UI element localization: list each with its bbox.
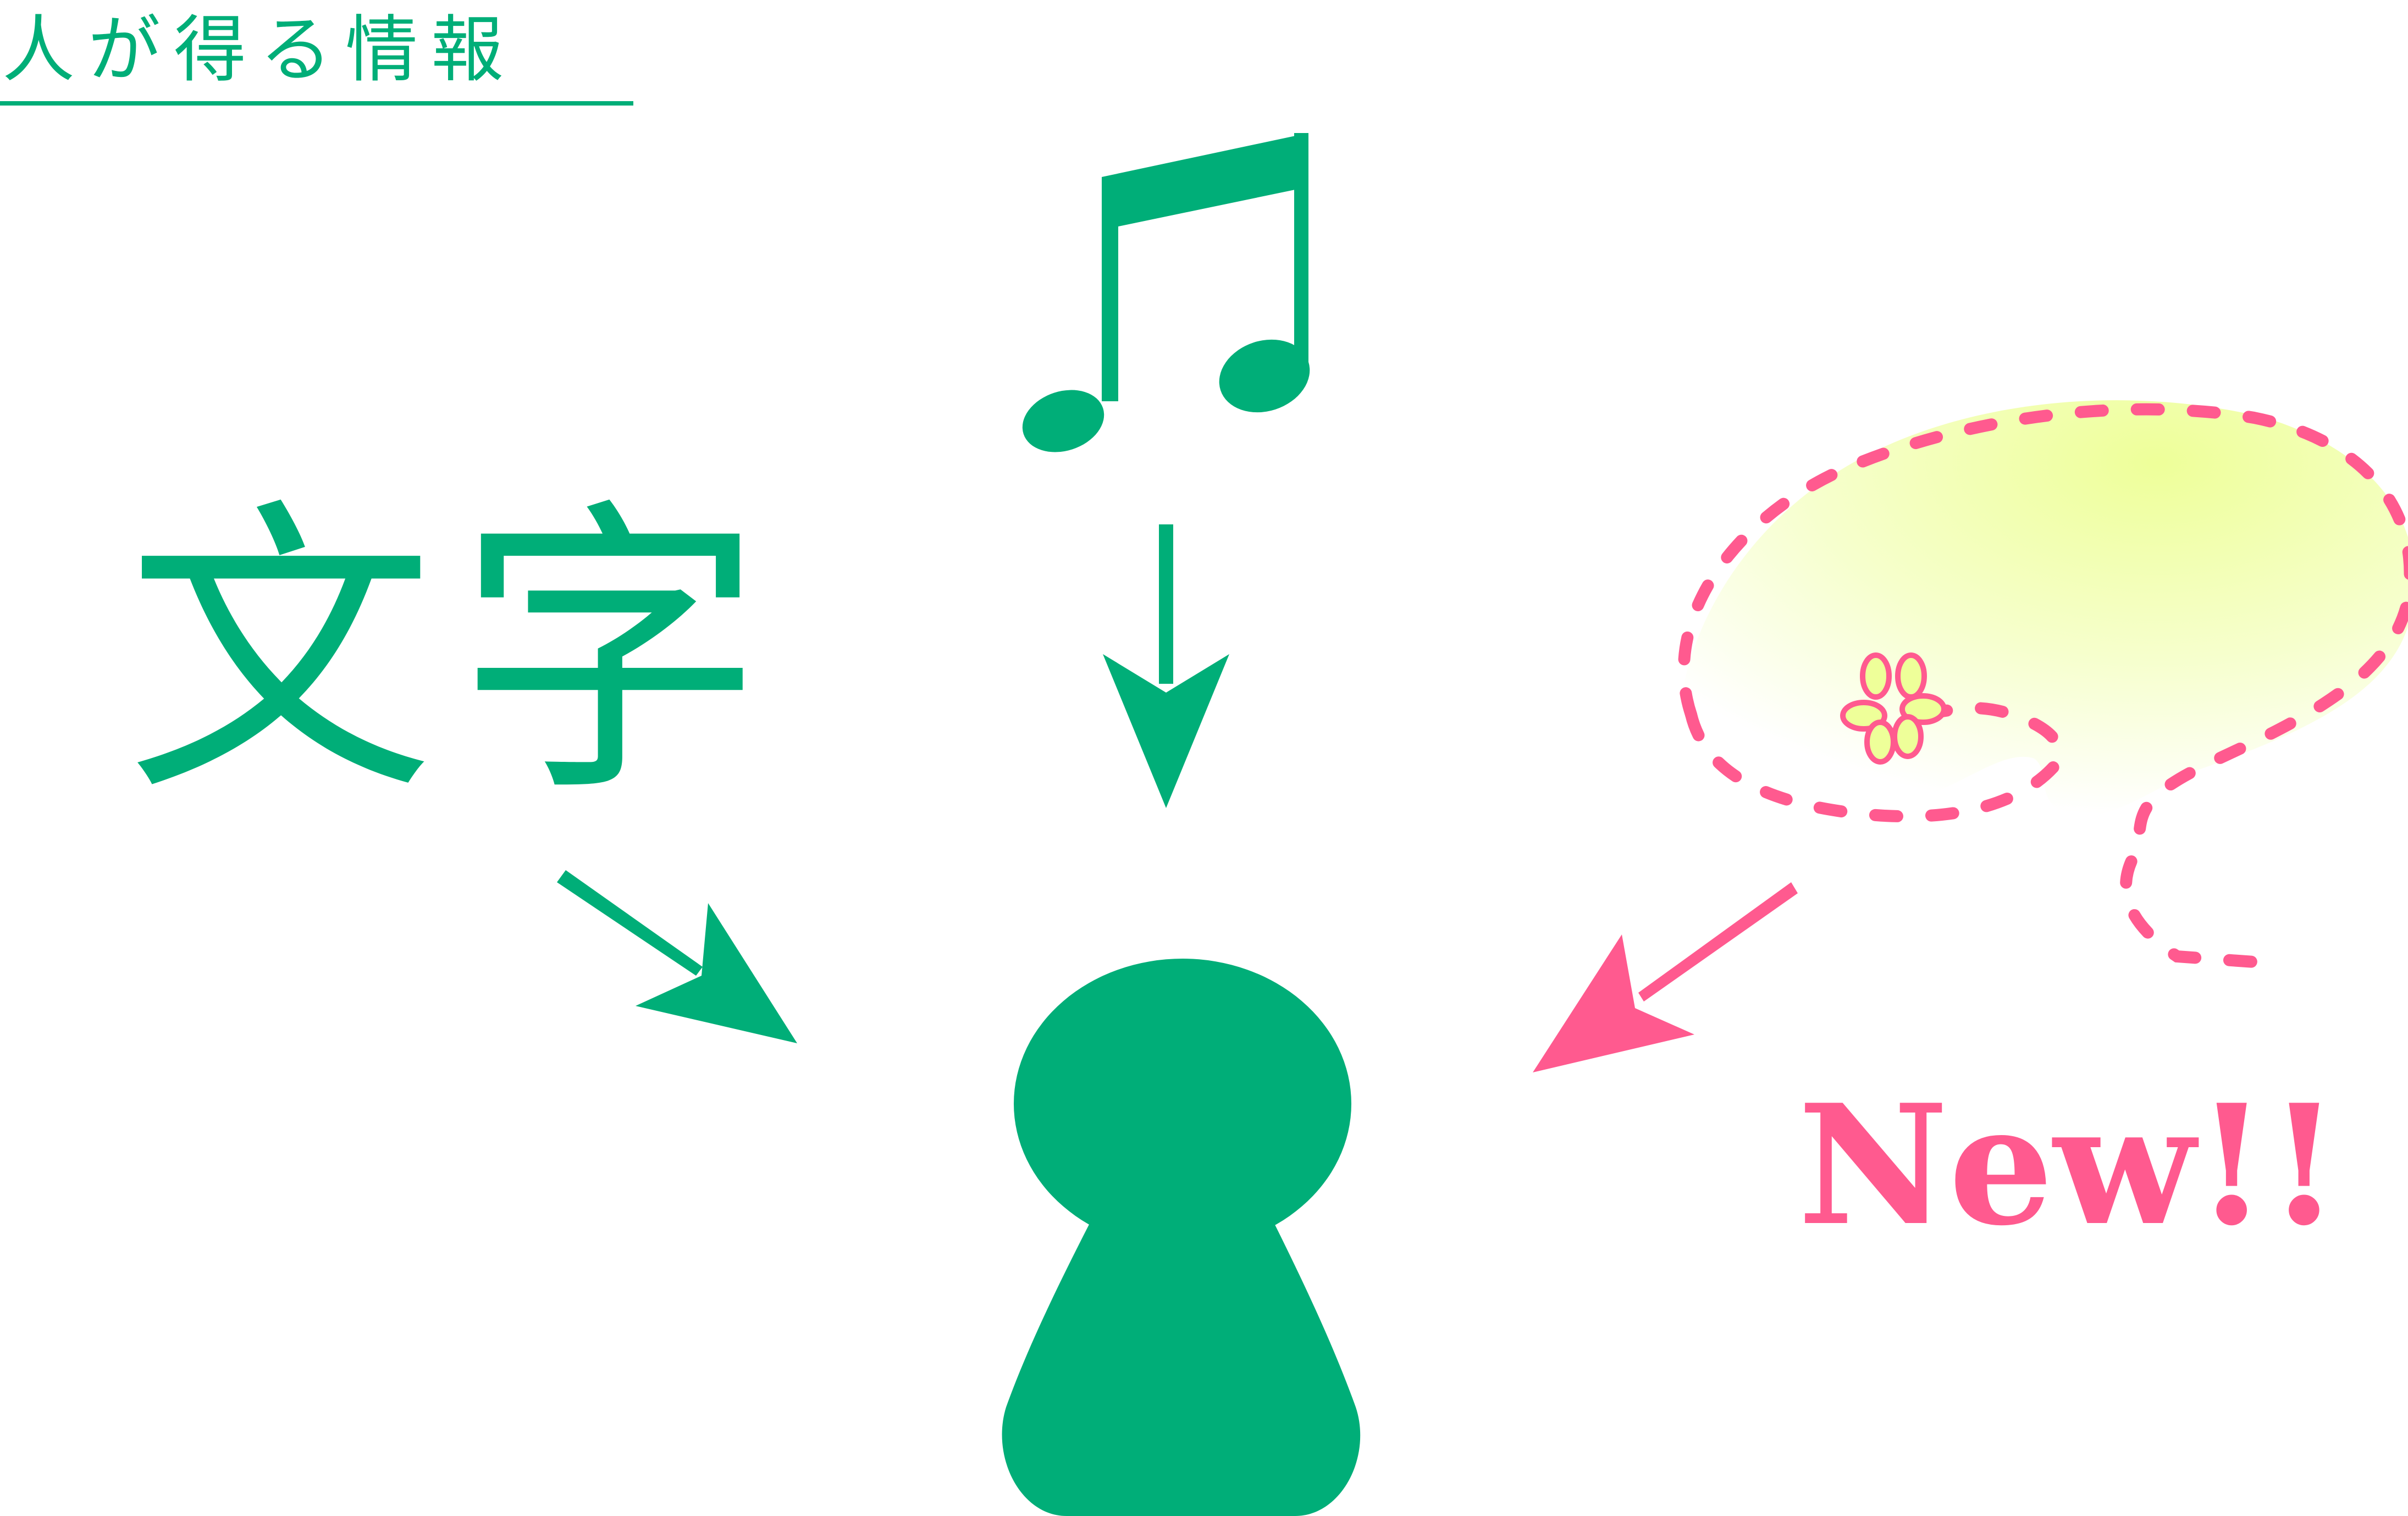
person-icon — [1002, 959, 1361, 1516]
arrow-down-icon — [1103, 524, 1229, 808]
title-underline — [0, 101, 633, 106]
text-label: 文字 — [126, 475, 786, 833]
arrow-diagonal-icon — [557, 870, 797, 1043]
arrow-pink-icon — [1533, 882, 1798, 1072]
thought-bubble-icon — [1677, 400, 2408, 968]
page-title: 人が得る情報 — [2, 8, 517, 92]
new-label: New!! — [1798, 1068, 2340, 1262]
flower-icon — [1840, 652, 1947, 765]
music-note-icon — [1022, 133, 1310, 452]
